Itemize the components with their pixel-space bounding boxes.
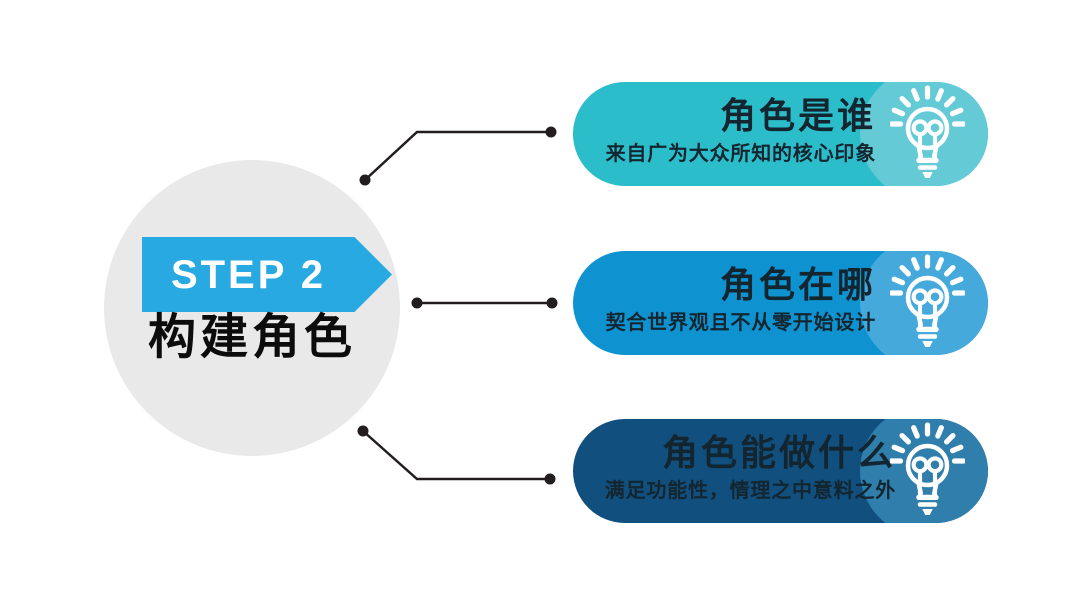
connector-dot — [357, 425, 369, 437]
pill-title: 角色能做什么 — [661, 432, 896, 473]
lightbulb-icon — [890, 254, 965, 347]
pill-title: 角色是谁 — [719, 95, 876, 136]
pill-subtitle: 来自广为大众所知的核心印象 — [605, 143, 876, 165]
lightbulb-icon — [890, 85, 965, 178]
lightbulb-icon — [890, 422, 965, 515]
pill-title: 角色在哪 — [719, 264, 876, 305]
feature-pill-where: 角色在哪 契合世界观且不从零开始设计 — [573, 251, 988, 355]
step-title: 构建角色 — [147, 311, 356, 364]
connector-line-bottom — [362, 430, 550, 481]
feature-pill-what: 角色能做什么 满足功能性，情理之中意料之外 — [573, 419, 988, 523]
feature-pill-who: 角色是谁 来自广为大众所知的核心印象 — [573, 82, 988, 186]
step-banner-arrow: STEP 2 — [142, 237, 392, 312]
pill-subtitle: 契合世界观且不从零开始设计 — [605, 312, 876, 334]
connector-dot — [544, 473, 556, 485]
connector-dot — [545, 126, 557, 138]
connector-line-top — [364, 130, 551, 181]
step-label: STEP 2 — [170, 252, 327, 297]
connector-dot — [411, 297, 423, 309]
pill-subtitle: 满足功能性，情理之中意料之外 — [604, 480, 896, 502]
connector-dot — [359, 174, 371, 186]
connector-dot — [546, 297, 558, 309]
